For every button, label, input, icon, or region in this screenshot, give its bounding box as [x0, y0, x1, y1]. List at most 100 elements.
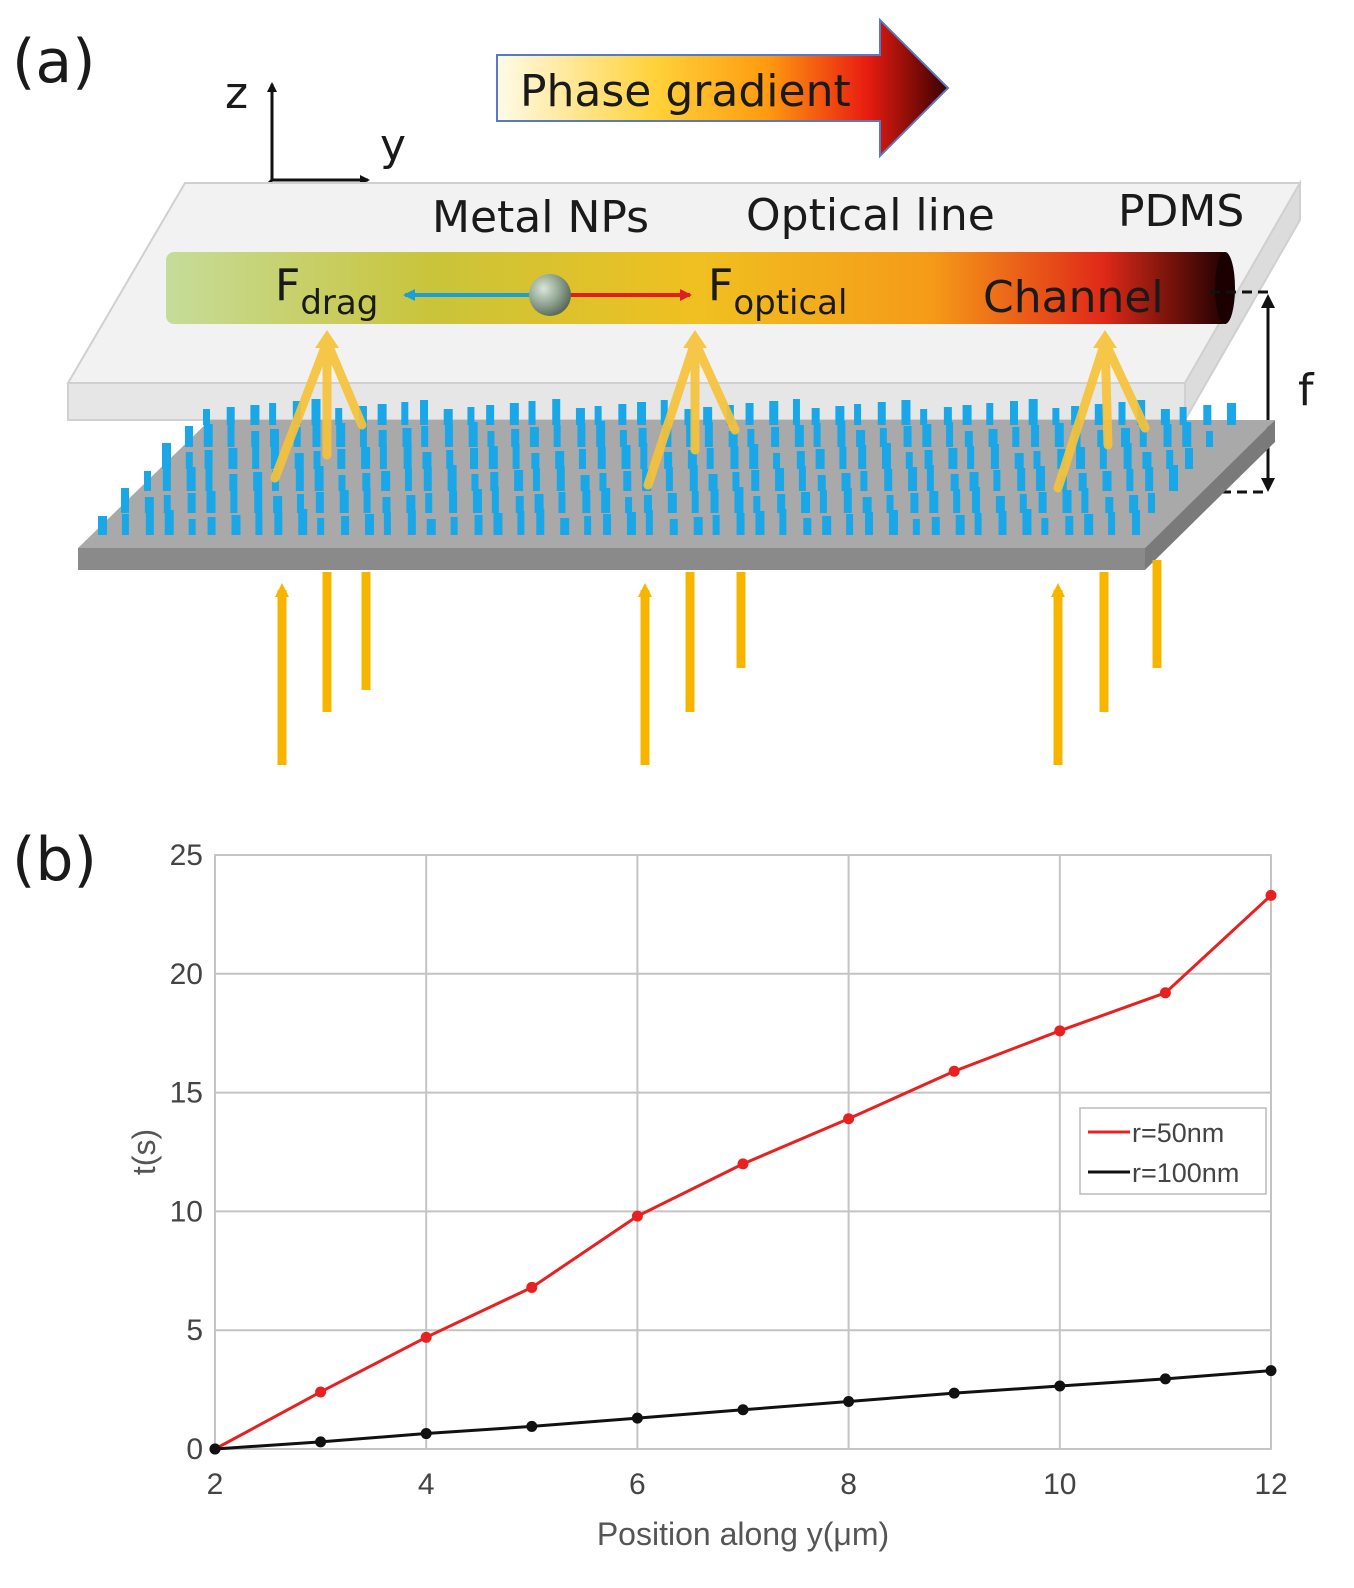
nanopillar [877, 402, 886, 425]
nanopillar [337, 449, 346, 469]
nanopillar [664, 452, 673, 469]
pdms-label: PDMS [1118, 186, 1244, 237]
nanopillar [487, 431, 495, 447]
nanopillar [972, 487, 981, 513]
data-point [1054, 1380, 1066, 1392]
nanopillar [311, 399, 321, 425]
panel-a: (a) Phase gradient z y x Metal NPs Optic… [12, 17, 1315, 765]
nanopillar [736, 513, 745, 535]
nanopillar [1038, 492, 1047, 513]
nanopillar [295, 468, 304, 491]
nanopillar [1105, 497, 1114, 513]
nanopillar [1009, 401, 1018, 425]
nanopillar [905, 452, 913, 469]
nanopillar [862, 497, 872, 513]
nanopillar [121, 488, 129, 513]
nanopillar [771, 427, 780, 447]
nanopillar [228, 448, 238, 469]
nanopillar [948, 448, 958, 469]
nanopillar [556, 466, 565, 491]
nanopillar [660, 400, 668, 425]
nanopillar [1126, 469, 1134, 491]
x-tick-label: 8 [840, 1468, 857, 1501]
nanopillar [815, 449, 825, 469]
nanopillar [689, 465, 698, 491]
nanopillar [552, 399, 561, 425]
nanopillar [381, 471, 391, 491]
nanopillar [472, 489, 482, 513]
nanopillar [145, 512, 154, 535]
nanopillar [901, 400, 911, 425]
nanopillar [1179, 407, 1187, 425]
incident-light-arrows [275, 560, 1162, 765]
nanopillar [1227, 403, 1236, 425]
nanopillar [486, 405, 495, 425]
nanopillar [511, 429, 520, 447]
nanopillar [929, 491, 939, 513]
channel-label: Channel [983, 272, 1164, 323]
phase-gradient-arrow: Phase gradient [496, 17, 950, 159]
nanopillar [423, 467, 432, 491]
nanopillar [468, 422, 478, 447]
nanopillar [792, 399, 800, 425]
data-point [1159, 1373, 1171, 1385]
nanopillar [406, 495, 416, 513]
nanopillar [796, 451, 805, 469]
nanopillar [990, 444, 999, 469]
nanopillar [1078, 473, 1087, 491]
nanopillar [536, 509, 545, 535]
nanopillar [625, 497, 633, 513]
nanopillar [1099, 445, 1107, 469]
x-axis-label: Position along y(μm) [597, 1516, 889, 1552]
nanopillar [421, 426, 429, 447]
nanopillar [255, 513, 263, 535]
nanopillar [447, 465, 457, 491]
nanopillar [835, 406, 845, 425]
x-tick-label: 12 [1254, 1468, 1287, 1501]
nanopillar [470, 448, 479, 469]
nanopillar [903, 426, 912, 447]
nanopillar [426, 519, 436, 535]
nanopillar [1182, 422, 1192, 447]
nanopillar [230, 489, 238, 513]
nanopillar [596, 421, 606, 447]
nanopillar [1094, 404, 1104, 425]
nanopillar [988, 429, 998, 447]
nanopillar [555, 451, 565, 469]
nanoparticle [529, 274, 571, 316]
channel: Fdrag Foptical Channel [166, 252, 1235, 324]
y-axis-label: t(s) [126, 1129, 162, 1175]
data-point [843, 1395, 855, 1407]
nanopillar [446, 450, 454, 469]
nanopillar [879, 428, 887, 447]
nanopillar [488, 446, 498, 469]
nanopillar [1071, 406, 1080, 425]
nanopillar [1102, 471, 1112, 491]
nanopillar [187, 493, 196, 513]
nanopillar [794, 425, 804, 447]
nanopillar [618, 404, 627, 425]
nanopillar [1031, 425, 1040, 447]
nanopillar [403, 443, 412, 469]
nanopillar [728, 431, 738, 447]
nanopillar [747, 429, 755, 447]
nanopillar [881, 443, 891, 469]
nanopillar [811, 408, 820, 425]
data-point [737, 1158, 749, 1170]
nanopillar [920, 409, 928, 425]
nanopillar [231, 515, 241, 535]
nanopillar [270, 444, 279, 469]
nanopillar [363, 488, 371, 513]
data-point [315, 1436, 327, 1448]
nanopillar [314, 466, 324, 491]
nanopillar [854, 404, 862, 425]
data-point [420, 1331, 432, 1343]
y-tick-label: 20 [170, 958, 203, 991]
nanopillar [1166, 450, 1174, 469]
nanopillar [1065, 516, 1074, 535]
nanopillar [769, 401, 779, 425]
nanopillar [946, 422, 954, 447]
nanopillar [998, 511, 1007, 535]
focused-light-cones [270, 330, 1150, 493]
nanopillar [1028, 399, 1038, 425]
